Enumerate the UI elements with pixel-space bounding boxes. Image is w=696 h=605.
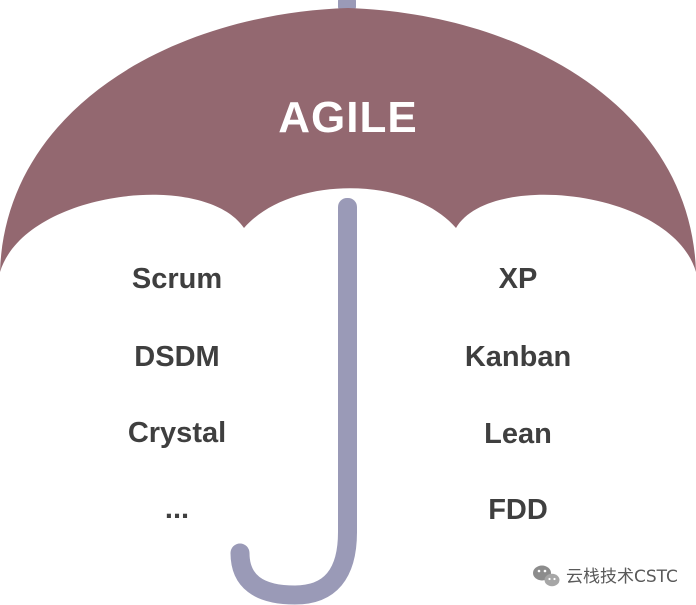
method-xp: XP [499,263,538,295]
method-ellipsis: ... [165,493,189,525]
canopy-title: AGILE [278,93,417,142]
umbrella-canopy [0,8,696,272]
umbrella-handle [230,522,357,605]
watermark-text: 云栈技术CSTC [566,567,678,587]
method-dsdm: DSDM [134,341,219,373]
method-fdd: FDD [488,494,548,526]
method-lean: Lean [484,418,552,450]
method-crystal: Crystal [128,417,226,449]
watermark: 云栈技术CSTC [533,565,678,587]
umbrella-tip [338,0,356,10]
method-kanban: Kanban [465,341,571,373]
wechat-icon [533,565,560,587]
umbrella-shaft [338,198,357,540]
method-scrum: Scrum [132,263,222,295]
